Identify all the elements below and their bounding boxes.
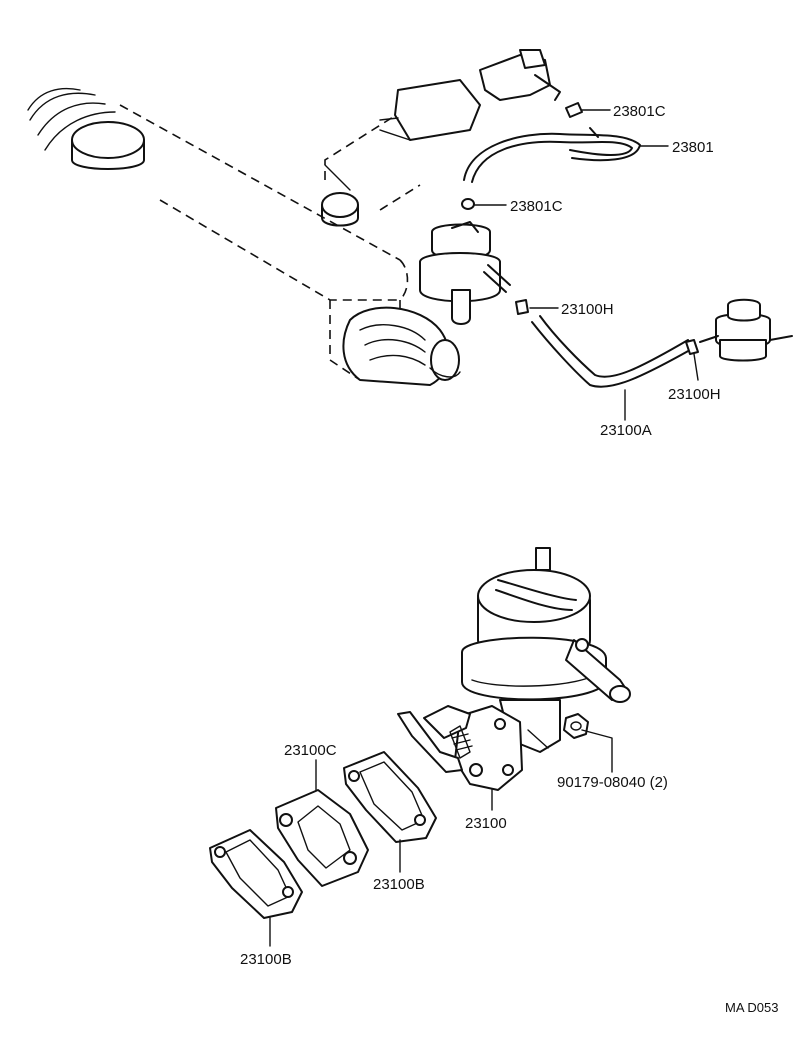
callout-90179-08040: 90179-08040 (2) bbox=[557, 774, 668, 791]
diagram-code: MA D053 bbox=[725, 1000, 778, 1015]
callout-23100: 23100 bbox=[465, 815, 507, 832]
callout-23100h-upper: 23100H bbox=[561, 301, 614, 318]
hose-clip-23100h-a bbox=[515, 299, 529, 315]
callout-23801c-lower: 23801C bbox=[510, 198, 563, 215]
callout-23801: 23801 bbox=[672, 139, 714, 156]
callout-23100b-middle: 23100B bbox=[373, 876, 425, 893]
nut-90179-08040 bbox=[563, 713, 589, 739]
hose-clip-23801c-lower bbox=[461, 198, 475, 210]
gasket-23100b-middle bbox=[343, 751, 437, 843]
callout-23801c-upper: 23801C bbox=[613, 103, 666, 120]
callout-23100b-lower: 23100B bbox=[240, 951, 292, 968]
intake-manifold bbox=[27, 49, 561, 386]
leader-lines bbox=[269, 109, 699, 947]
callout-23100h-right: 23100H bbox=[668, 386, 721, 403]
callout-23100a: 23100A bbox=[600, 422, 652, 439]
pressure-regulator-right bbox=[699, 298, 793, 362]
fuel-pump-23100 bbox=[397, 547, 631, 791]
hose-clip-23801c-upper bbox=[565, 102, 583, 118]
gasket-23100b-lower bbox=[209, 829, 303, 919]
callout-23100c: 23100C bbox=[284, 742, 337, 759]
pressure-regulator-upper bbox=[419, 221, 511, 325]
hose-23801 bbox=[463, 127, 641, 183]
insulator-23100c bbox=[275, 789, 369, 887]
hose-clip-23100h-b bbox=[685, 339, 699, 355]
fuel-hose-23100a bbox=[531, 315, 691, 388]
